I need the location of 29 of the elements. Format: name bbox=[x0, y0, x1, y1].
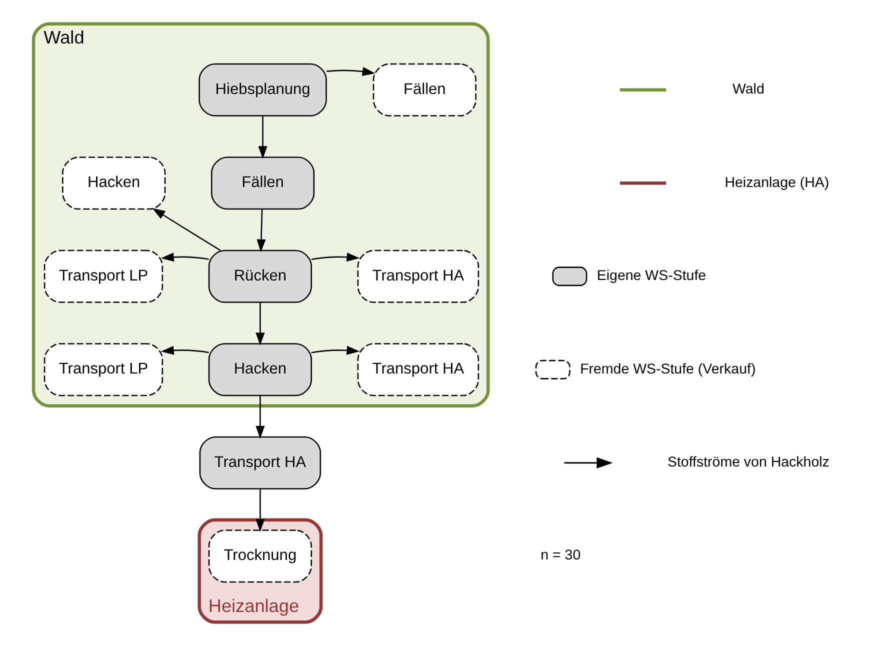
legend-label: Stoffströme von Hackholz bbox=[667, 454, 830, 470]
arrow bbox=[256, 488, 265, 532]
legend-label: Eigene WS-Stufe bbox=[596, 268, 706, 284]
node-box: Transport HA bbox=[357, 250, 480, 303]
node-box: Transport HA bbox=[357, 343, 480, 396]
legend-label: Heizanlage (HA) bbox=[724, 174, 830, 191]
node-box: Rücken bbox=[208, 250, 312, 303]
node-box: Trocknung bbox=[208, 530, 312, 583]
legend-label: Wald bbox=[732, 82, 764, 98]
legend-label: Fremde WS-Stufe (Verkauf) bbox=[580, 361, 756, 378]
arrow bbox=[256, 209, 266, 252]
arrow bbox=[256, 396, 265, 439]
node-box: Transport LP bbox=[44, 250, 164, 303]
arrow bbox=[311, 252, 360, 262]
arrow bbox=[258, 116, 268, 160]
arrow bbox=[160, 252, 209, 262]
node-box: Transport LP bbox=[44, 343, 164, 396]
label: n = 30 bbox=[540, 548, 581, 564]
node-box: Hacken bbox=[208, 343, 312, 396]
node-box: Hacken bbox=[62, 156, 166, 210]
node-box: Hiebsplanung bbox=[198, 63, 327, 116]
arrow bbox=[326, 67, 376, 76]
arrow bbox=[152, 208, 221, 251]
node-box: Transport HA bbox=[199, 436, 322, 490]
arrow bbox=[160, 346, 209, 355]
arrow bbox=[311, 346, 360, 355]
node-box: Fällen bbox=[210, 156, 315, 210]
node-box: Fällen bbox=[372, 63, 476, 116]
arrow bbox=[256, 302, 265, 346]
